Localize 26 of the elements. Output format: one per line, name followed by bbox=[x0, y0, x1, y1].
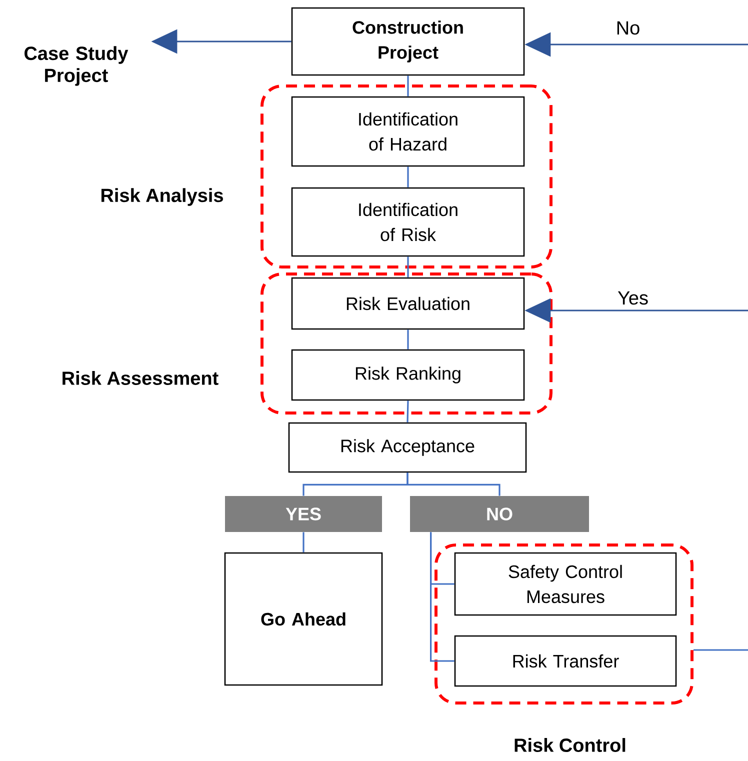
node-label: Risk Control bbox=[514, 738, 626, 752]
decision-tab: NO bbox=[410, 496, 589, 532]
process-box: Risk Ranking bbox=[291, 349, 525, 401]
connector-line bbox=[407, 330, 409, 350]
process-box: Risk Acceptance bbox=[288, 422, 527, 473]
process-box: Safety Control Measures bbox=[454, 552, 677, 616]
connector-line bbox=[407, 256, 409, 278]
process-box: Go Ahead bbox=[224, 552, 383, 686]
edge-label: Yes bbox=[616, 290, 650, 306]
connector-line bbox=[694, 649, 748, 651]
connector-line bbox=[406, 472, 500, 496]
node-label: Risk Analysis bbox=[101, 188, 223, 206]
connector-line bbox=[430, 532, 454, 662]
connector-line bbox=[407, 166, 409, 188]
connector-line bbox=[407, 76, 409, 96]
process-box: Risk Evaluation bbox=[291, 277, 525, 330]
process-box: Identification of Hazard bbox=[291, 96, 525, 167]
connector-line bbox=[302, 532, 304, 552]
decision-tab: YES bbox=[225, 496, 382, 532]
bold-label: Case Study Project bbox=[24, 46, 128, 86]
process-box: Construction Project bbox=[291, 7, 525, 76]
edge-label: No bbox=[614, 20, 642, 36]
process-box: Risk Transfer bbox=[454, 635, 677, 687]
node-label: Risk Assessment bbox=[62, 371, 218, 385]
process-box: Identification of Risk bbox=[291, 187, 525, 257]
connector-line bbox=[406, 400, 409, 422]
